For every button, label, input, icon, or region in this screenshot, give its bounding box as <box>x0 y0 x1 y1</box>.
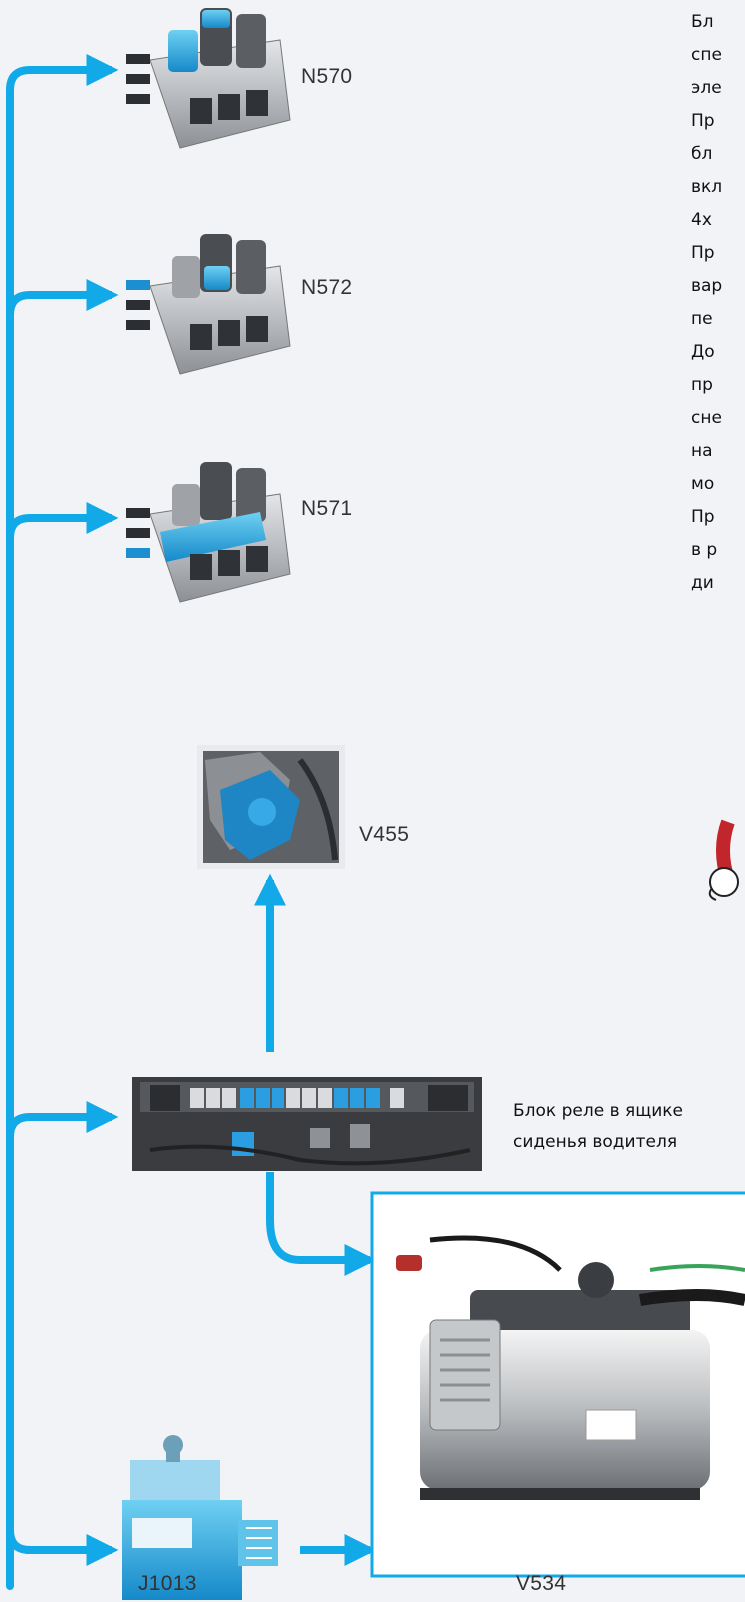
valve-block-n571 <box>126 462 290 602</box>
arrow-to-relay-block <box>10 1117 112 1137</box>
text-line: в р <box>691 534 722 567</box>
text-line: ди <box>691 567 722 600</box>
text-line: бл <box>691 138 722 171</box>
text-line: Бл <box>691 6 722 39</box>
text-line: эле <box>691 72 722 105</box>
label-j1013: J1013 <box>138 1572 197 1596</box>
text-line: пр <box>691 369 722 402</box>
label-n570: N570 <box>301 65 352 89</box>
text-line: мо <box>691 468 722 501</box>
text-line: на <box>691 435 722 468</box>
text-line: Пр <box>691 501 722 534</box>
cartoon-hand-illustration <box>710 822 738 900</box>
relay-caption-line-1: Блок реле в ящике <box>513 1096 683 1127</box>
motor-v455-photo <box>200 748 342 866</box>
text-line: спе <box>691 39 722 72</box>
text-line: сне <box>691 402 722 435</box>
text-line: Пр <box>691 105 722 138</box>
arrow-to-n572 <box>10 295 112 315</box>
valve-block-n570 <box>126 8 290 148</box>
text-line: До <box>691 336 722 369</box>
text-line: 4х <box>691 204 722 237</box>
relay-block-caption: Блок реле в ящике сиденья водителя <box>513 1096 683 1158</box>
text-line: пе <box>691 303 722 336</box>
arrow-relay-to-v534 <box>270 1172 370 1260</box>
label-n571: N571 <box>301 497 352 521</box>
label-v534: V534 <box>516 1572 566 1596</box>
text-line: Пр <box>691 237 722 270</box>
relay-caption-line-2: сиденья водителя <box>513 1127 683 1158</box>
valve-block-n572 <box>126 234 290 374</box>
text-line: вкл <box>691 171 722 204</box>
arrow-to-n571 <box>10 518 112 538</box>
label-n572: N572 <box>301 276 352 300</box>
description-text-column: Бл спе эле Пр бл вкл 4х Пр вар пе До пр … <box>691 6 722 600</box>
relay-block-photo <box>132 1077 482 1171</box>
arrow-to-j1013 <box>10 1530 112 1550</box>
label-v455: V455 <box>359 823 409 847</box>
text-line: вар <box>691 270 722 303</box>
